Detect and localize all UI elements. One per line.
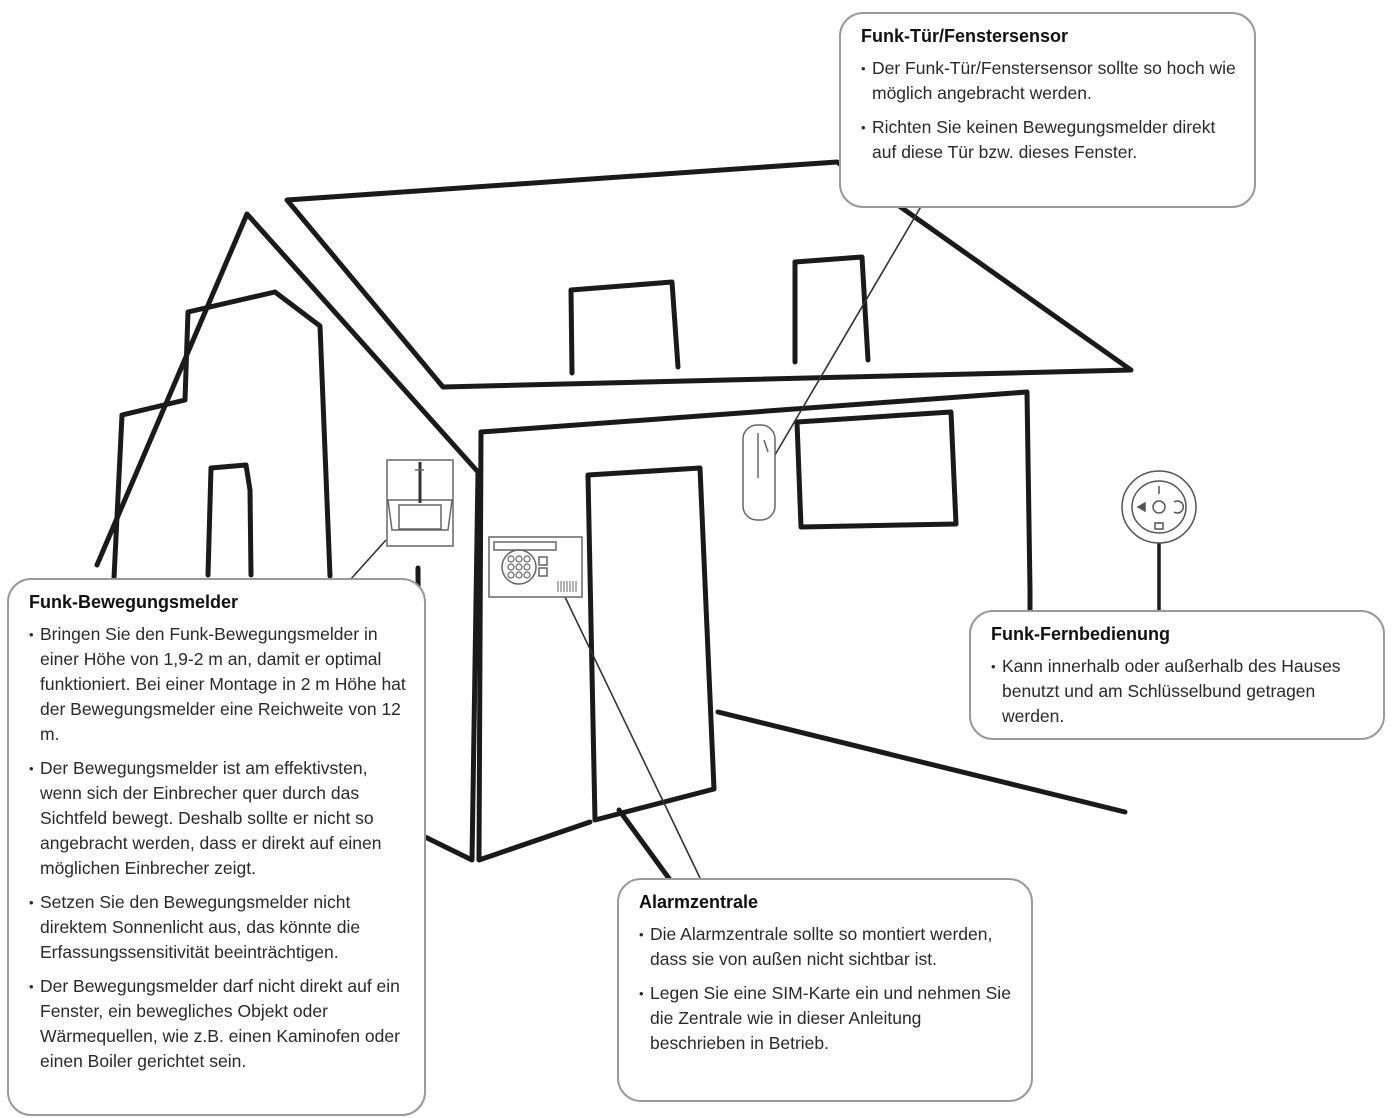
callout-bullet: Der Funk-Tür/Fenstersensor sollte so hoc… [861, 56, 1236, 106]
callout-bullet: Setzen Sie den Bewegungsmelder nicht dir… [29, 890, 412, 965]
callout-bullet: Der Bewegungsmelder ist am effektivsten,… [29, 756, 412, 881]
remote-control-device [1121, 470, 1197, 544]
alarm-panel-device [488, 536, 583, 598]
callout-title: Funk-Bewegungsmelder [29, 592, 239, 612]
callout-bullet: Bringen Sie den Funk-Bewegungsmelder in … [29, 622, 412, 747]
callout-bullet: Die Alarmzentrale sollte so montiert wer… [639, 922, 1013, 972]
house-left-wall [111, 289, 333, 581]
house-window-right [794, 409, 959, 530]
callout-title: Funk-Fernbedienung [991, 624, 1170, 644]
callout-bullet: Legen Sie eine SIM-Karte ein und nehmen … [639, 981, 1013, 1056]
leader-bewegung [349, 539, 387, 581]
callout-title: Funk-Tür/Fenstersensor [861, 26, 1069, 46]
callout-bullet: Richten Sie keinen Bewegungsmelder direk… [861, 115, 1236, 165]
callout-bullet: Kann innerhalb oder außerhalb des Hauses… [991, 654, 1365, 729]
leader-tuer [771, 197, 927, 461]
house-dormer-left [568, 279, 681, 376]
ground-path-right [715, 709, 1128, 815]
callout-remote-control: Funk-Fernbedienung Kann innerhalb oder a… [969, 610, 1385, 740]
door-sensor-device [742, 424, 776, 521]
leader-alarm [564, 596, 701, 879]
callout-motion-detector: Funk-Bewegungsmelder Bringen Sie den Fun… [7, 578, 426, 1116]
house-main-roof [284, 159, 1134, 390]
motion-detector-device [386, 459, 454, 547]
house-small-window [205, 462, 254, 578]
callout-bullet: Der Bewegungsmelder darf nicht direkt au… [29, 974, 412, 1074]
house-door [585, 465, 717, 823]
callout-door-window-sensor: Funk-Tür/Fenstersensor Der Funk-Tür/Fens… [839, 12, 1256, 208]
callout-title: Alarmzentrale [639, 892, 759, 912]
house-dormer-right [792, 254, 871, 365]
callout-alarm-panel: Alarmzentrale Die Alarmzentrale sollte s… [617, 878, 1033, 1102]
house-facade-left [476, 429, 593, 863]
